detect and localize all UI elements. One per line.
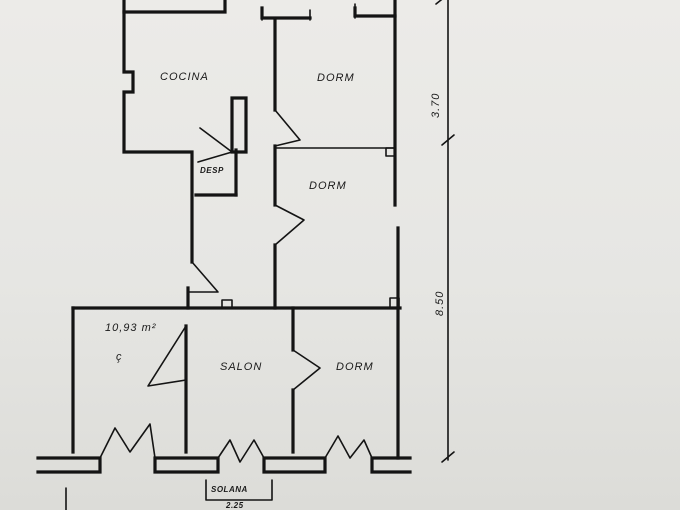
dimension-tick-bottom bbox=[441, 451, 455, 463]
label-area-mark: ç bbox=[116, 351, 123, 363]
dimension-tick-mid bbox=[441, 134, 455, 146]
wall-bottom-right bbox=[370, 456, 412, 474]
label-salon: SALON bbox=[220, 361, 262, 373]
label-cocina: COCINA bbox=[160, 71, 209, 83]
label-area: 10,93 m² bbox=[105, 322, 156, 334]
column-left bbox=[221, 299, 233, 309]
column-lower-right bbox=[389, 297, 400, 309]
label-desp: DESP bbox=[200, 166, 224, 175]
door-dorm-middle bbox=[274, 204, 305, 246]
solana-outline bbox=[205, 479, 273, 501]
wall-top-dorm-right bbox=[353, 0, 397, 18]
door-folding-salon bbox=[217, 439, 265, 463]
label-dorm-middle: DORM bbox=[309, 180, 347, 192]
door-desp bbox=[197, 127, 233, 163]
walls bbox=[36, 0, 412, 474]
wall-top-kitchen bbox=[122, 0, 227, 14]
wall-living-top bbox=[186, 286, 402, 310]
wall-bottom-mid bbox=[153, 456, 220, 474]
wall-kitchen-counter bbox=[230, 96, 248, 154]
wall-bottom-left bbox=[36, 456, 102, 474]
label-solana: SOLANA bbox=[211, 485, 248, 494]
details bbox=[65, 0, 455, 510]
door-salon-right bbox=[292, 349, 321, 391]
door-folding-dorm bbox=[324, 435, 373, 459]
wall-kitchen-left bbox=[122, 10, 194, 264]
door-salon-left bbox=[147, 325, 187, 387]
label-dorm-lower: DORM bbox=[336, 361, 374, 373]
label-dorm-upper: DORM bbox=[317, 72, 355, 84]
dimension-tick-top bbox=[435, 0, 443, 5]
column-right bbox=[385, 147, 396, 157]
door-dorm-upper bbox=[274, 109, 301, 147]
dimension-lower: 8.50 bbox=[434, 291, 446, 316]
dimension-upper: 3.70 bbox=[430, 93, 442, 118]
label-solana-width: 2.25 bbox=[225, 501, 244, 510]
wall-bottom-mid2 bbox=[262, 456, 327, 474]
door-corridor bbox=[187, 261, 219, 293]
door-folding-area bbox=[99, 423, 156, 459]
wall-top-dorm-left bbox=[260, 6, 312, 20]
door-jambs-top bbox=[261, 3, 356, 21]
